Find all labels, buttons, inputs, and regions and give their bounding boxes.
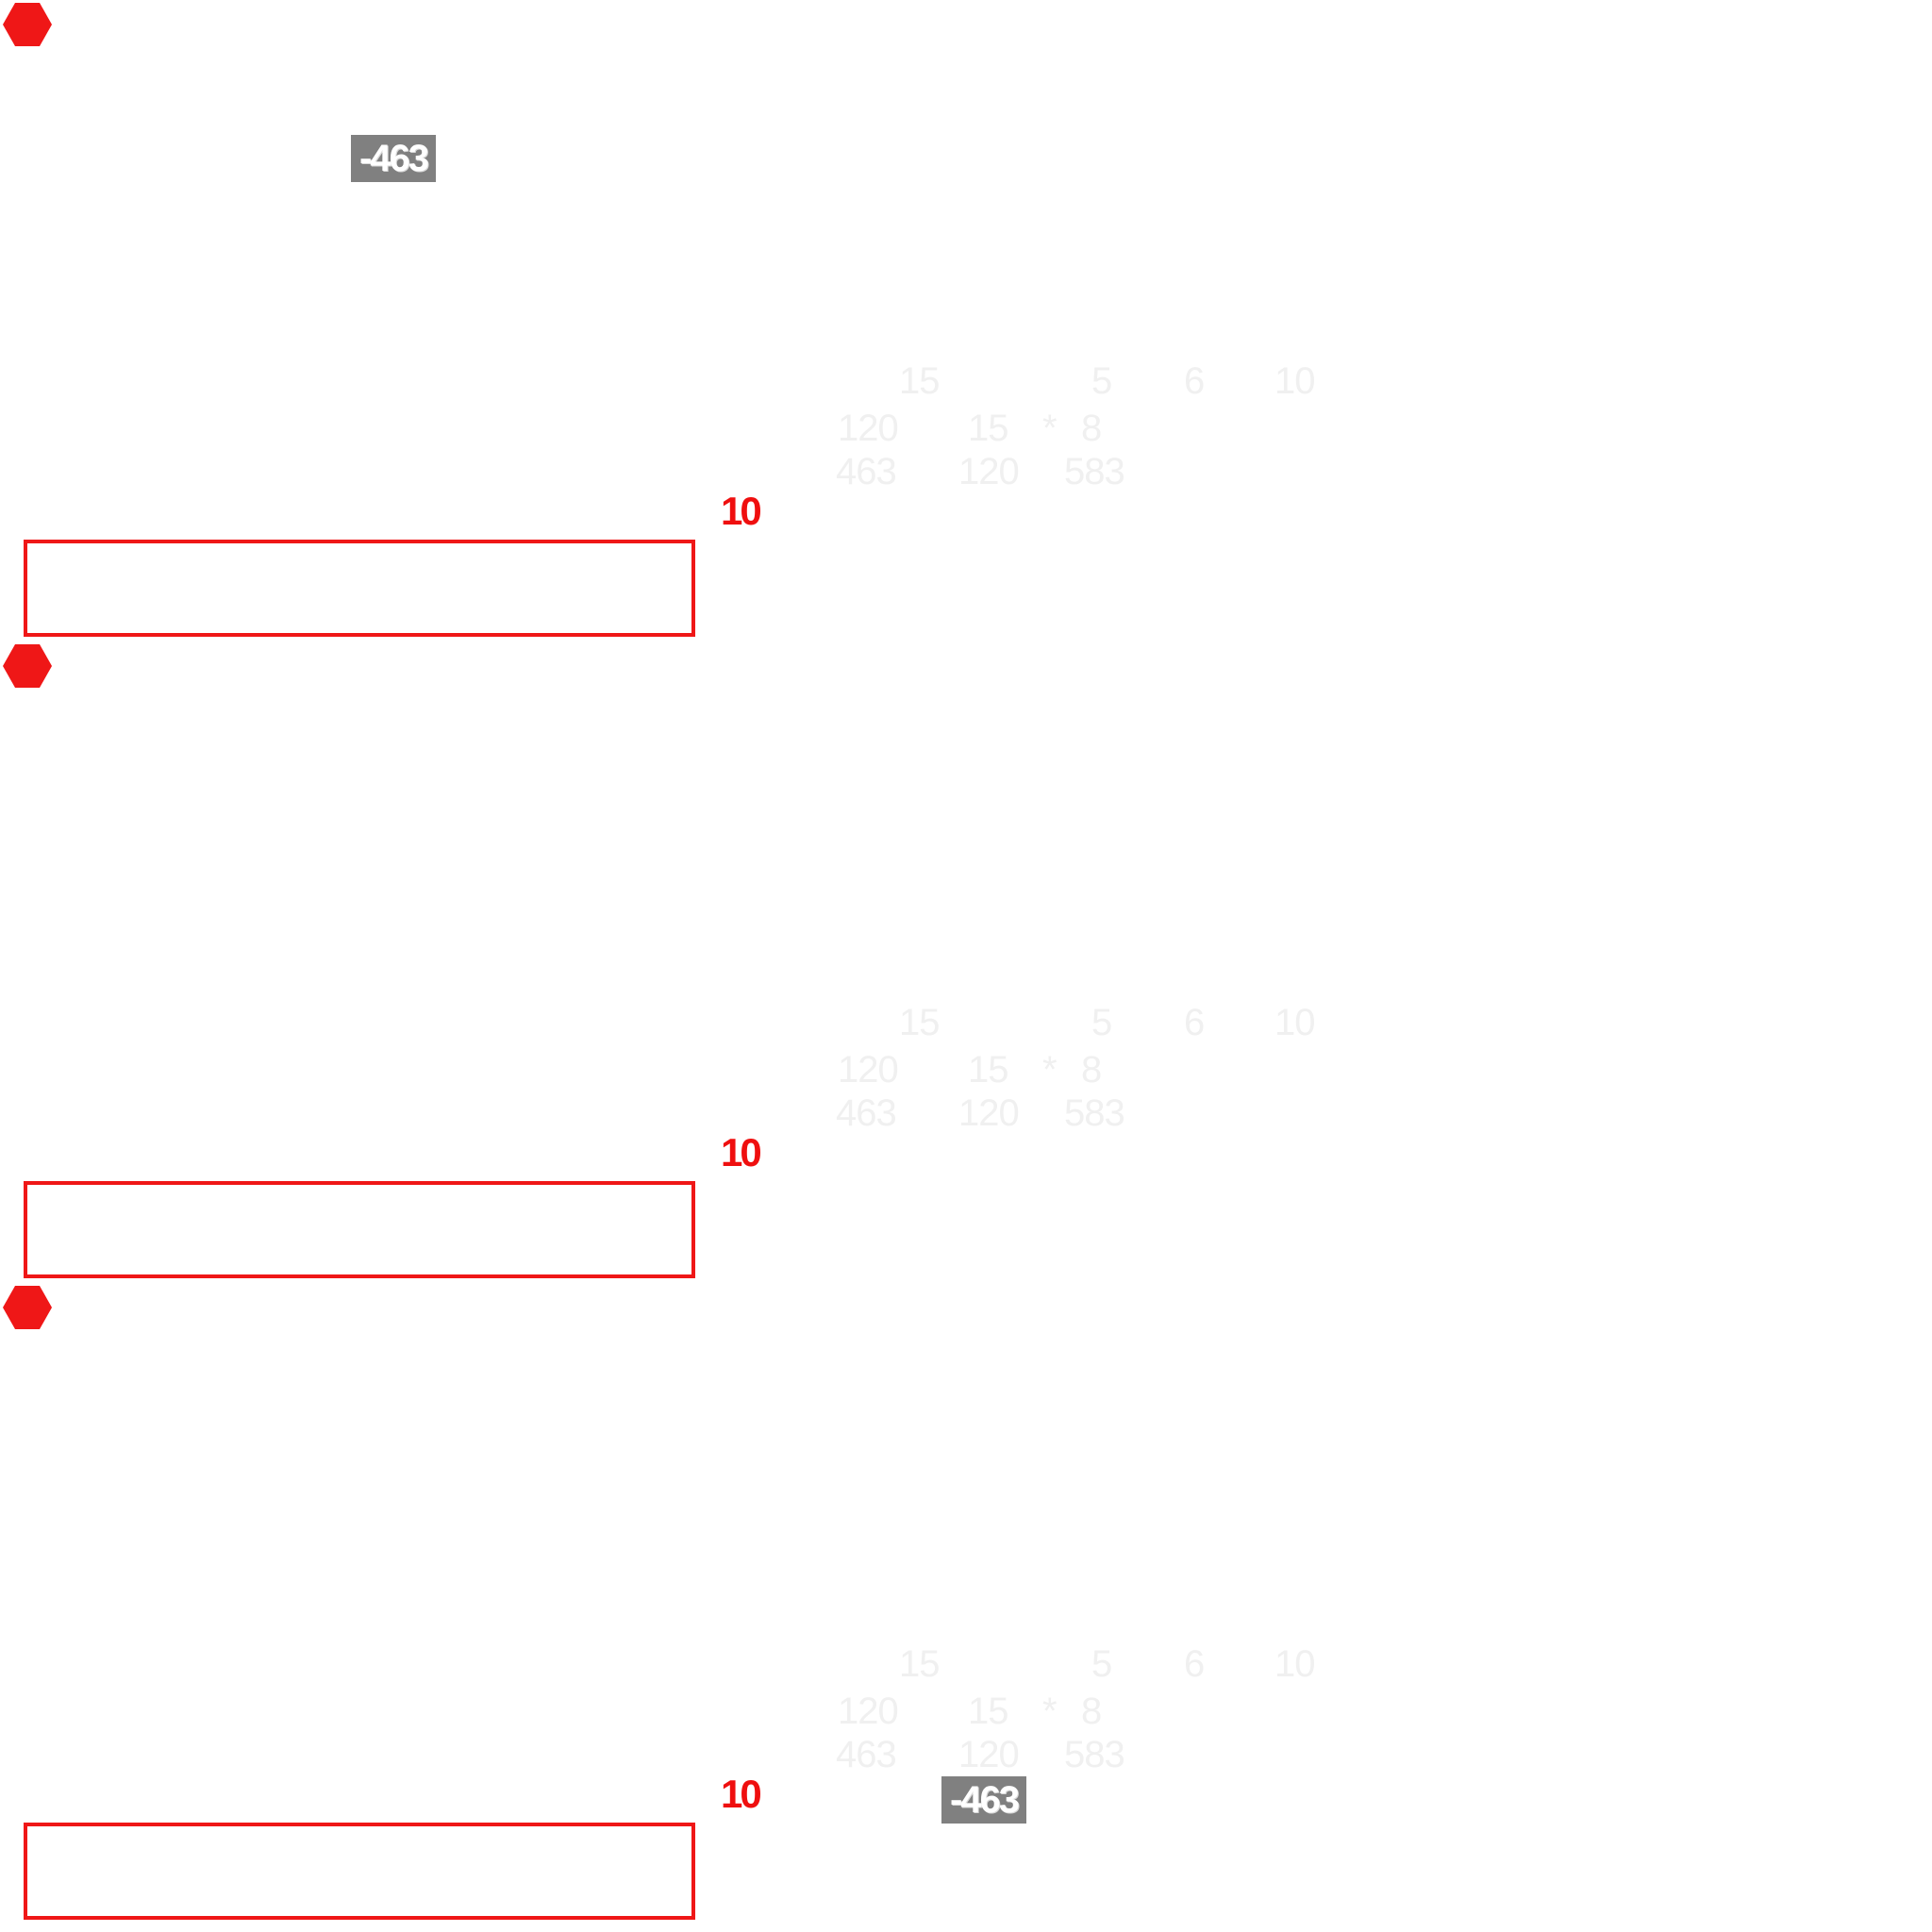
ghost-number-grid: 15 5 6 10 120 15 * 8 463 120 583 [0,0,1932,641]
ghost-number: 15 [968,408,1008,449]
bottom-result-badge: -463 [941,1776,1026,1824]
hexagon-icon [3,644,52,688]
ghost-number: 120 [838,1690,899,1732]
ghost-number: 8 [1081,1690,1102,1732]
ghost-number: 15 [968,1690,1008,1732]
ghost-number-grid: 15 5 6 10 120 15 * 8 463 120 583 [0,641,1932,1283]
ghost-number: 120 [838,408,899,449]
ghost-number: 15 [899,1643,940,1685]
ghost-number: 120 [838,1049,899,1091]
ghost-number: 15 [899,360,940,402]
ghost-number: 5 [1091,1002,1112,1043]
ghost-number: 10 [1274,1002,1315,1043]
ghost-number: 583 [1064,1734,1125,1775]
ghost-number: 463 [836,1734,897,1775]
ghost-number: 583 [1064,1092,1125,1134]
ghost-number: * [1042,1049,1058,1091]
ghost-number: 15 [968,1049,1008,1091]
hexagon-icon [3,3,52,46]
ghost-number-grid: 15 5 6 10 120 15 * 8 463 120 583 [0,1283,1932,1924]
answer-box[interactable] [24,540,695,637]
problem-panel-2: 15 5 6 10 120 15 * 8 463 120 583 10 [0,641,1932,1283]
ghost-number: 15 [899,1002,940,1043]
ghost-number: 583 [1064,451,1125,492]
ghost-number: 120 [958,451,1020,492]
ghost-number: 120 [958,1092,1020,1134]
ghost-number: 463 [836,1092,897,1134]
ghost-number: 8 [1081,1049,1102,1091]
ghost-number: 463 [836,451,897,492]
answer-box[interactable] [24,1823,695,1920]
ghost-number: * [1042,1690,1058,1732]
red-answer-number: 10 [721,1130,762,1174]
top-result-badge: -463 [351,135,436,182]
answer-box[interactable] [24,1181,695,1278]
ghost-number: 10 [1274,1643,1315,1685]
problem-panel-3: 15 5 6 10 120 15 * 8 463 120 583 10 -463 [0,1283,1932,1924]
ghost-number: 10 [1274,360,1315,402]
ghost-number: 6 [1184,1643,1205,1685]
ghost-number: 8 [1081,408,1102,449]
ghost-number: 120 [958,1734,1020,1775]
ghost-number: 6 [1184,360,1205,402]
problem-panel-1: -463 15 5 6 10 120 15 * 8 463 120 583 10 [0,0,1932,641]
ghost-number: 5 [1091,1643,1112,1685]
ghost-number: 5 [1091,360,1112,402]
ghost-number: * [1042,408,1058,449]
red-answer-number: 10 [721,489,762,533]
red-answer-number: 10 [721,1772,762,1816]
ghost-number: 6 [1184,1002,1205,1043]
